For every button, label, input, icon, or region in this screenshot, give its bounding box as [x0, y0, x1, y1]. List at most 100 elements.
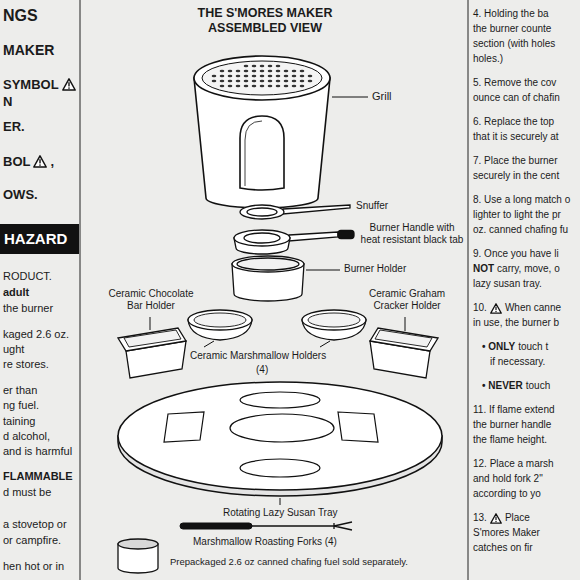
fork-shaft	[250, 525, 334, 527]
lazy-susan-tray	[118, 382, 442, 505]
grill-hole	[252, 75, 257, 78]
part-label: Ceramic Graham Cracker Holder	[362, 288, 452, 312]
grill-hole	[260, 85, 265, 88]
grill-hole	[260, 75, 265, 78]
text-fragment: ught	[3, 343, 24, 356]
instruction-text: 11. If flame extend	[473, 404, 555, 416]
text-fragment: er than	[3, 384, 37, 397]
band-heading: HAZARD	[0, 224, 79, 254]
text-fragment: BOL	[3, 154, 30, 170]
holder-inner	[237, 258, 299, 270]
grill-hole	[228, 75, 233, 78]
grill-hole	[212, 75, 217, 78]
text-fragment: SYMBOL	[3, 77, 59, 93]
grill-hole	[308, 80, 313, 83]
grill-hole	[284, 75, 289, 78]
grill-hole	[228, 85, 233, 88]
hazard-band: HAZARD	[0, 224, 79, 254]
marshmallow-holders	[188, 310, 366, 347]
grill-hole	[252, 85, 257, 88]
burner-holder	[232, 256, 340, 301]
instruction-text: the burner handle	[473, 419, 551, 431]
instruction-text: holes.)	[473, 53, 503, 65]
grill-hole	[268, 75, 273, 78]
grill-hole	[244, 85, 249, 88]
grill-hole	[236, 80, 241, 83]
grill-hole	[268, 70, 273, 73]
burner-inner	[244, 233, 280, 243]
text-fragment: and is harmful	[3, 445, 72, 458]
grill	[194, 56, 368, 208]
instruction-text: and hold fork 2"	[473, 473, 543, 485]
snuffer-handle	[283, 205, 350, 214]
leader-line	[280, 498, 281, 505]
instruction-text: oz. canned chafing fu	[473, 224, 568, 236]
grill-hole	[228, 70, 233, 73]
instruction-text: 5. Remove the cov	[473, 77, 556, 89]
dish-rim	[188, 310, 252, 330]
grill-hole	[244, 80, 249, 83]
instruction-text: touch	[526, 380, 550, 392]
instruction-text: S'mores Maker	[473, 527, 540, 539]
fuel-can	[118, 539, 158, 573]
column-rule	[80, 0, 81, 580]
dish-inner	[375, 330, 432, 347]
instruction-text: in use, the burner b	[473, 317, 559, 329]
text-fragment: MAKER	[3, 42, 54, 59]
grill-rim	[194, 56, 330, 100]
text-fragment: d alcohol,	[3, 430, 50, 443]
text-fragment: OWS.	[3, 187, 38, 203]
text-fragment: hen hot or in	[3, 560, 64, 573]
instruction-text: securely in the cent	[473, 170, 559, 182]
part-label: Ceramic Chocolate Bar Holder	[102, 288, 200, 312]
grill-hole	[236, 85, 241, 88]
leader-line	[405, 317, 406, 331]
grill-hole	[236, 75, 241, 78]
instruction-text: touch t	[518, 341, 548, 353]
grill-top	[202, 61, 322, 95]
warning-symbol	[62, 78, 76, 91]
grill-hole	[220, 75, 225, 78]
grill-hole	[292, 80, 297, 83]
grill-hole	[276, 80, 281, 83]
instruction-text: NOT	[473, 263, 494, 275]
grill-hole	[284, 85, 289, 88]
instruction-text: lighter to light the pr	[473, 209, 561, 221]
grill-hole	[300, 70, 305, 73]
grill-hole	[252, 65, 257, 68]
instruction-text: carry, move, o	[497, 263, 560, 275]
grill-hole	[300, 75, 305, 78]
quantity-note: (4)	[256, 364, 268, 376]
grill-hole	[244, 75, 249, 78]
burner	[234, 230, 354, 254]
warning-symbol	[490, 303, 502, 314]
holder-rim	[232, 256, 304, 272]
part-label: Snuffer	[356, 200, 388, 212]
leader-line	[306, 270, 340, 271]
text-fragment: re stores.	[3, 358, 49, 371]
text-fragment: ER.	[3, 119, 25, 135]
dish-rim	[118, 328, 186, 351]
grill-hole	[236, 70, 241, 73]
instruction-text: 8. Use a long match o	[473, 194, 570, 206]
text-fragment: ng fuel.	[3, 399, 39, 412]
grill-window	[240, 116, 284, 190]
grill-hole	[244, 65, 249, 68]
instruction-text: 7. Place the burner	[473, 155, 558, 167]
leader-line	[320, 341, 330, 347]
instruction-text: When canne	[505, 302, 561, 314]
grill-hole	[252, 80, 257, 83]
leader-line	[150, 317, 151, 330]
grill-hole	[260, 70, 265, 73]
warning-symbol	[490, 513, 502, 524]
warning-symbol	[33, 155, 47, 168]
roasting-fork	[180, 522, 352, 530]
instruction-text: 4. Holding the ba	[473, 8, 549, 20]
text-fragment: kaged 2.6 oz.	[3, 328, 69, 341]
snuffer-cap	[240, 205, 284, 219]
grill-hole	[276, 85, 281, 88]
grill-hole	[276, 65, 281, 68]
fork-handle	[180, 523, 252, 529]
snuffer	[240, 205, 350, 219]
